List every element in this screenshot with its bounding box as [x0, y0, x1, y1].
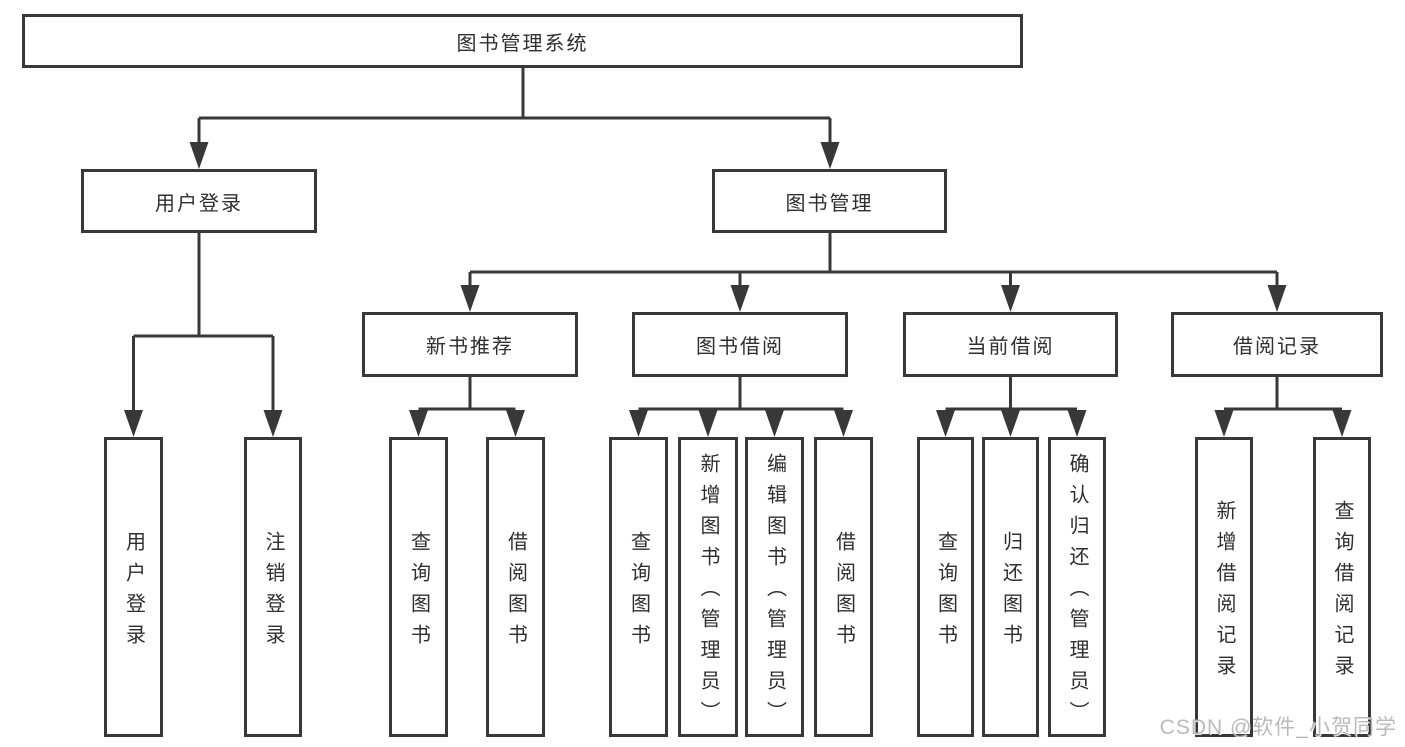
leaf-logout: 注销登录	[244, 437, 302, 737]
leaf-search-books-2: 查询图书	[609, 437, 668, 737]
node-root: 图书管理系统	[22, 14, 1023, 68]
node-label: 用户登录	[122, 530, 145, 655]
leaf-add-borrow-record: 新增借阅记录	[1195, 437, 1253, 737]
node-label: 查询图书	[627, 530, 650, 655]
leaf-search-borrow-record: 查询借阅记录	[1313, 437, 1371, 737]
node-label: 新书推荐	[426, 336, 514, 358]
node-label: 查询借阅记录	[1331, 499, 1353, 686]
node-label: 借阅图书	[504, 530, 527, 655]
node-label: 新增借阅记录	[1213, 499, 1235, 686]
node-label: 查询图书	[934, 530, 957, 655]
csdn-watermark: CSDN @软件_小贺同学	[1159, 716, 1397, 739]
arrow-heads	[124, 142, 1352, 437]
node-label: 图书管理系统	[456, 32, 589, 55]
node-label: 用户登录	[155, 192, 243, 215]
node-label: 当前借阅	[966, 336, 1055, 358]
node-label: 查询图书	[407, 530, 430, 655]
node-label: 确认归还（管理员）	[1066, 453, 1088, 732]
node-current-borrow: 当前借阅	[903, 312, 1118, 377]
leaf-search-books-1: 查询图书	[389, 437, 448, 737]
node-label: 借阅记录	[1233, 336, 1321, 358]
node-book-borrow: 图书借阅	[632, 312, 848, 377]
node-label: 新增图书（管理员）	[697, 453, 719, 732]
leaf-search-books-3: 查询图书	[917, 437, 974, 737]
leaf-edit-books-admin: 编辑图书（管理员）	[745, 437, 804, 737]
node-user-login: 用户登录	[81, 169, 317, 233]
node-label: 图书管理	[785, 192, 874, 215]
leaf-user-login: 用户登录	[104, 437, 163, 737]
node-label: 图书借阅	[696, 336, 784, 358]
node-label: 借阅图书	[832, 530, 855, 655]
node-borrow-records: 借阅记录	[1171, 312, 1383, 377]
node-new-book-recommend: 新书推荐	[362, 312, 578, 377]
leaf-confirm-return-admin: 确认归还（管理员）	[1048, 437, 1106, 737]
leaf-borrow-books-1: 借阅图书	[486, 437, 545, 737]
node-label: 编辑图书（管理员）	[763, 453, 786, 732]
node-label: 归还图书	[999, 530, 1022, 655]
node-book-management: 图书管理	[712, 169, 947, 233]
leaf-return-books: 归还图书	[982, 437, 1039, 737]
leaf-borrow-books-2: 借阅图书	[814, 437, 873, 737]
node-label: 注销登录	[262, 530, 284, 655]
leaf-add-books-admin: 新增图书（管理员）	[678, 437, 738, 737]
